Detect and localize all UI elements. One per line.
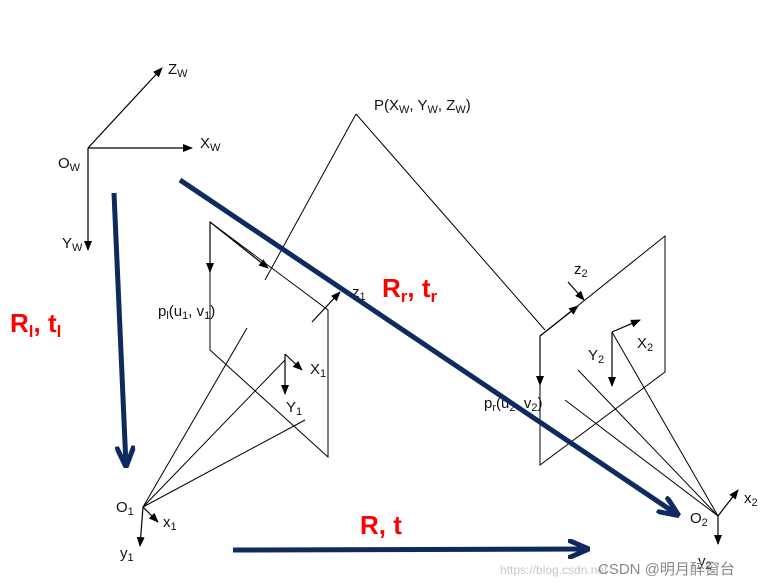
watermark-url: https://blog.csdn.net (500, 563, 608, 577)
world-y-label: YW (62, 235, 83, 254)
right-x-label: X2 (637, 335, 653, 354)
right-transform-arrow (178, 177, 678, 515)
left-x-axis (284, 353, 303, 371)
left-x-label: X1 (310, 361, 326, 380)
right-z-axis (567, 281, 585, 301)
right-plane-u-axis (539, 305, 579, 337)
left-camera-y-label: y1 (120, 545, 134, 564)
left-z-axis (311, 291, 341, 323)
left-transform-arrow (111, 192, 126, 466)
left-plane-u-axis (209, 221, 269, 269)
right-camera-x-axis (717, 489, 739, 517)
left-camera-y-axis (136, 506, 145, 547)
right-x-axis (611, 319, 641, 333)
left-camera-x-label: x1 (163, 514, 177, 533)
point-p-label: P(XW, YW, ZW) (374, 97, 471, 116)
left-transform-label: Rl, tl (10, 308, 61, 341)
right-camera-origin-label: O2 (690, 510, 708, 529)
left-image-plane (209, 221, 329, 459)
world-axes (84, 67, 193, 251)
projection-lines (142, 113, 719, 517)
world-z-axis (87, 67, 163, 149)
left-camera-x-axis (142, 506, 159, 523)
stereo-transform-arrow (232, 549, 588, 550)
right-transform-label: Rr, tr (382, 273, 438, 306)
world-origin-label: OW (58, 155, 81, 174)
left-image-point-label: pl(u1, v1) (158, 303, 215, 322)
right-z-label: z2 (574, 261, 588, 280)
right-image-point-label: pr(u2, v2) (484, 395, 542, 414)
stereo-transform-label: R, t (360, 510, 402, 540)
right-camera-y-label: y2 (698, 553, 712, 572)
world-x-label: XW (200, 135, 221, 154)
world-z-label: ZW (168, 61, 188, 80)
left-z-label: z1 (352, 284, 366, 303)
right-camera-x-label: x2 (744, 490, 758, 509)
left-camera-origin-label: O1 (116, 499, 134, 518)
right-y-label: Y2 (588, 347, 604, 366)
left-y-label: Y1 (286, 399, 302, 418)
watermark-text: CSDN @明月醉窗台 (598, 560, 735, 578)
